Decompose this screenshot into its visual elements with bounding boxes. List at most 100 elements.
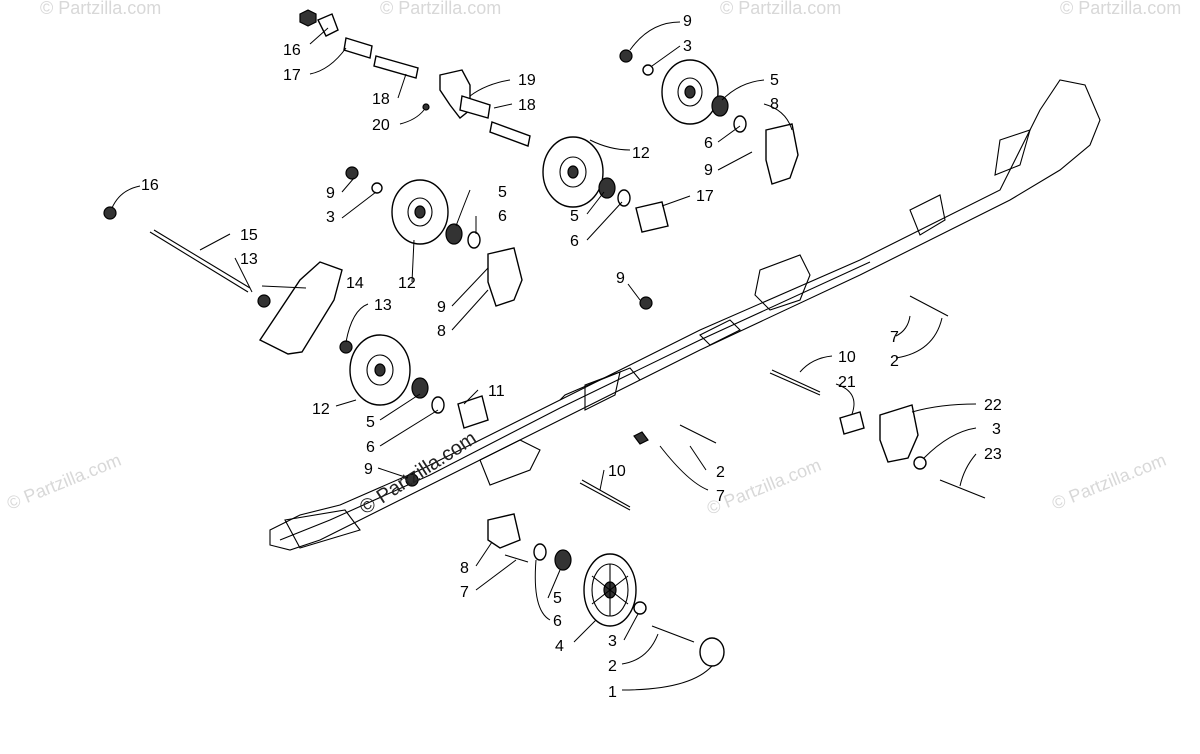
callout-label: 5 [553,590,562,607]
ring [533,543,547,561]
callout-label: 19 [518,72,536,89]
callout-label: 12 [398,275,416,292]
callout-label: 12 [312,401,330,418]
callout-label: 16 [141,177,159,194]
callout-label: 17 [696,188,714,205]
callout-label: 2 [890,353,899,370]
mount-bracket [487,247,523,307]
nut [345,166,359,180]
watermark: © Partzilla.com [380,0,501,18]
idler-wheel [391,179,449,245]
callout-label: 13 [240,251,258,268]
washer [642,64,654,76]
snap-ring [422,103,430,111]
callout-label: 6 [704,135,713,152]
ring [431,396,445,414]
bearing [554,549,572,571]
pivot-pin [489,121,531,147]
callout-label: 5 [498,184,507,201]
slide-rail [269,79,1101,551]
bracket [317,13,339,37]
callout-label: 2 [716,464,725,481]
bearing [711,95,729,117]
spacer [457,395,489,429]
callout-label: 17 [283,67,301,84]
callout-label: 5 [570,208,579,225]
callout-label: 5 [770,72,779,89]
callout-label: 3 [326,209,335,226]
callout-label: 20 [372,117,390,134]
brackets [258,123,919,549]
callout-label: 14 [346,275,364,292]
nut [103,206,117,220]
callout-label: 7 [890,329,899,346]
bolt [939,479,986,499]
washer [913,456,927,470]
callout-label: 22 [984,397,1002,414]
axle [153,229,251,289]
watermark: © Partzilla.com [1049,450,1169,514]
bolt [633,431,649,445]
callout-label: 15 [240,227,258,244]
callout-label: 23 [984,446,1002,463]
bolt [651,625,695,643]
callout-label: 9 [616,270,625,287]
bolt [769,372,821,396]
callout-label: 3 [683,38,692,55]
callout-label: 6 [366,439,375,456]
ring [467,231,481,249]
watermark: © Partzilla.com [40,0,161,18]
spacer [635,201,669,233]
callout-label: 11 [488,383,505,400]
callout-label: 21 [838,374,856,391]
watermark-group: © Partzilla.com © Partzilla.com © Partzi… [4,0,1181,519]
idler-wheel [542,136,604,208]
leader-lines [111,21,977,691]
idler-wheel [349,334,411,406]
callout-label: 3 [992,421,1001,438]
mount-bracket [487,513,521,549]
callout-label: 10 [608,463,626,480]
callout-labels: 16 17 18 20 19 18 9 3 5 8 6 9 12 17 5 6 … [141,13,1002,701]
bearing [411,377,429,399]
callout-label: 9 [364,461,373,478]
bolt [771,369,821,393]
callout-label: 12 [632,145,650,162]
bolts [149,229,986,643]
callout-label: 8 [460,560,469,577]
idler-wheel-spoked [583,553,637,627]
watermark: © Partzilla.com [720,0,841,18]
spacer [339,340,353,354]
axle [149,231,249,293]
washer [633,601,647,615]
bolt [581,479,631,508]
spacer [257,294,271,308]
callout-label: 9 [704,162,713,179]
idler-wheels [349,59,719,627]
bearing [445,223,463,245]
callout-label: 4 [555,638,564,655]
watermark: © Partzilla.com [4,450,124,514]
shaft [373,55,419,79]
pivot-link [258,261,343,355]
ring [617,189,631,207]
callout-label: 9 [437,299,446,316]
hardware [103,49,927,667]
callout-label: 18 [372,91,390,108]
callout-label: 6 [570,233,579,250]
nut [299,9,317,27]
nut [639,296,653,310]
nut [619,49,633,63]
spacer [343,37,373,59]
callout-label: 3 [608,633,617,650]
mount-bracket [765,123,799,185]
callout-label: 16 [283,42,301,59]
callout-label: 8 [770,96,779,113]
upper-shaft-assembly [299,9,531,147]
bolt [679,424,717,444]
end-cap-plate [879,404,919,463]
callout-label: 9 [683,13,692,30]
bolt [579,482,631,511]
